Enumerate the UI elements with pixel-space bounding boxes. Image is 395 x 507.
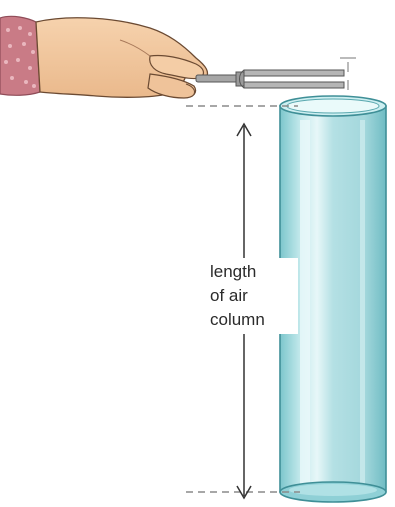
label-line-2: of air <box>210 284 298 308</box>
tuning-fork-icon <box>196 58 356 90</box>
air-column-length-label: length of air column <box>202 258 298 334</box>
sleeve-cuff <box>0 16 40 95</box>
label-line-3: column <box>210 308 298 332</box>
hand-holding-icon <box>36 18 208 98</box>
label-line-1: length <box>210 260 298 284</box>
